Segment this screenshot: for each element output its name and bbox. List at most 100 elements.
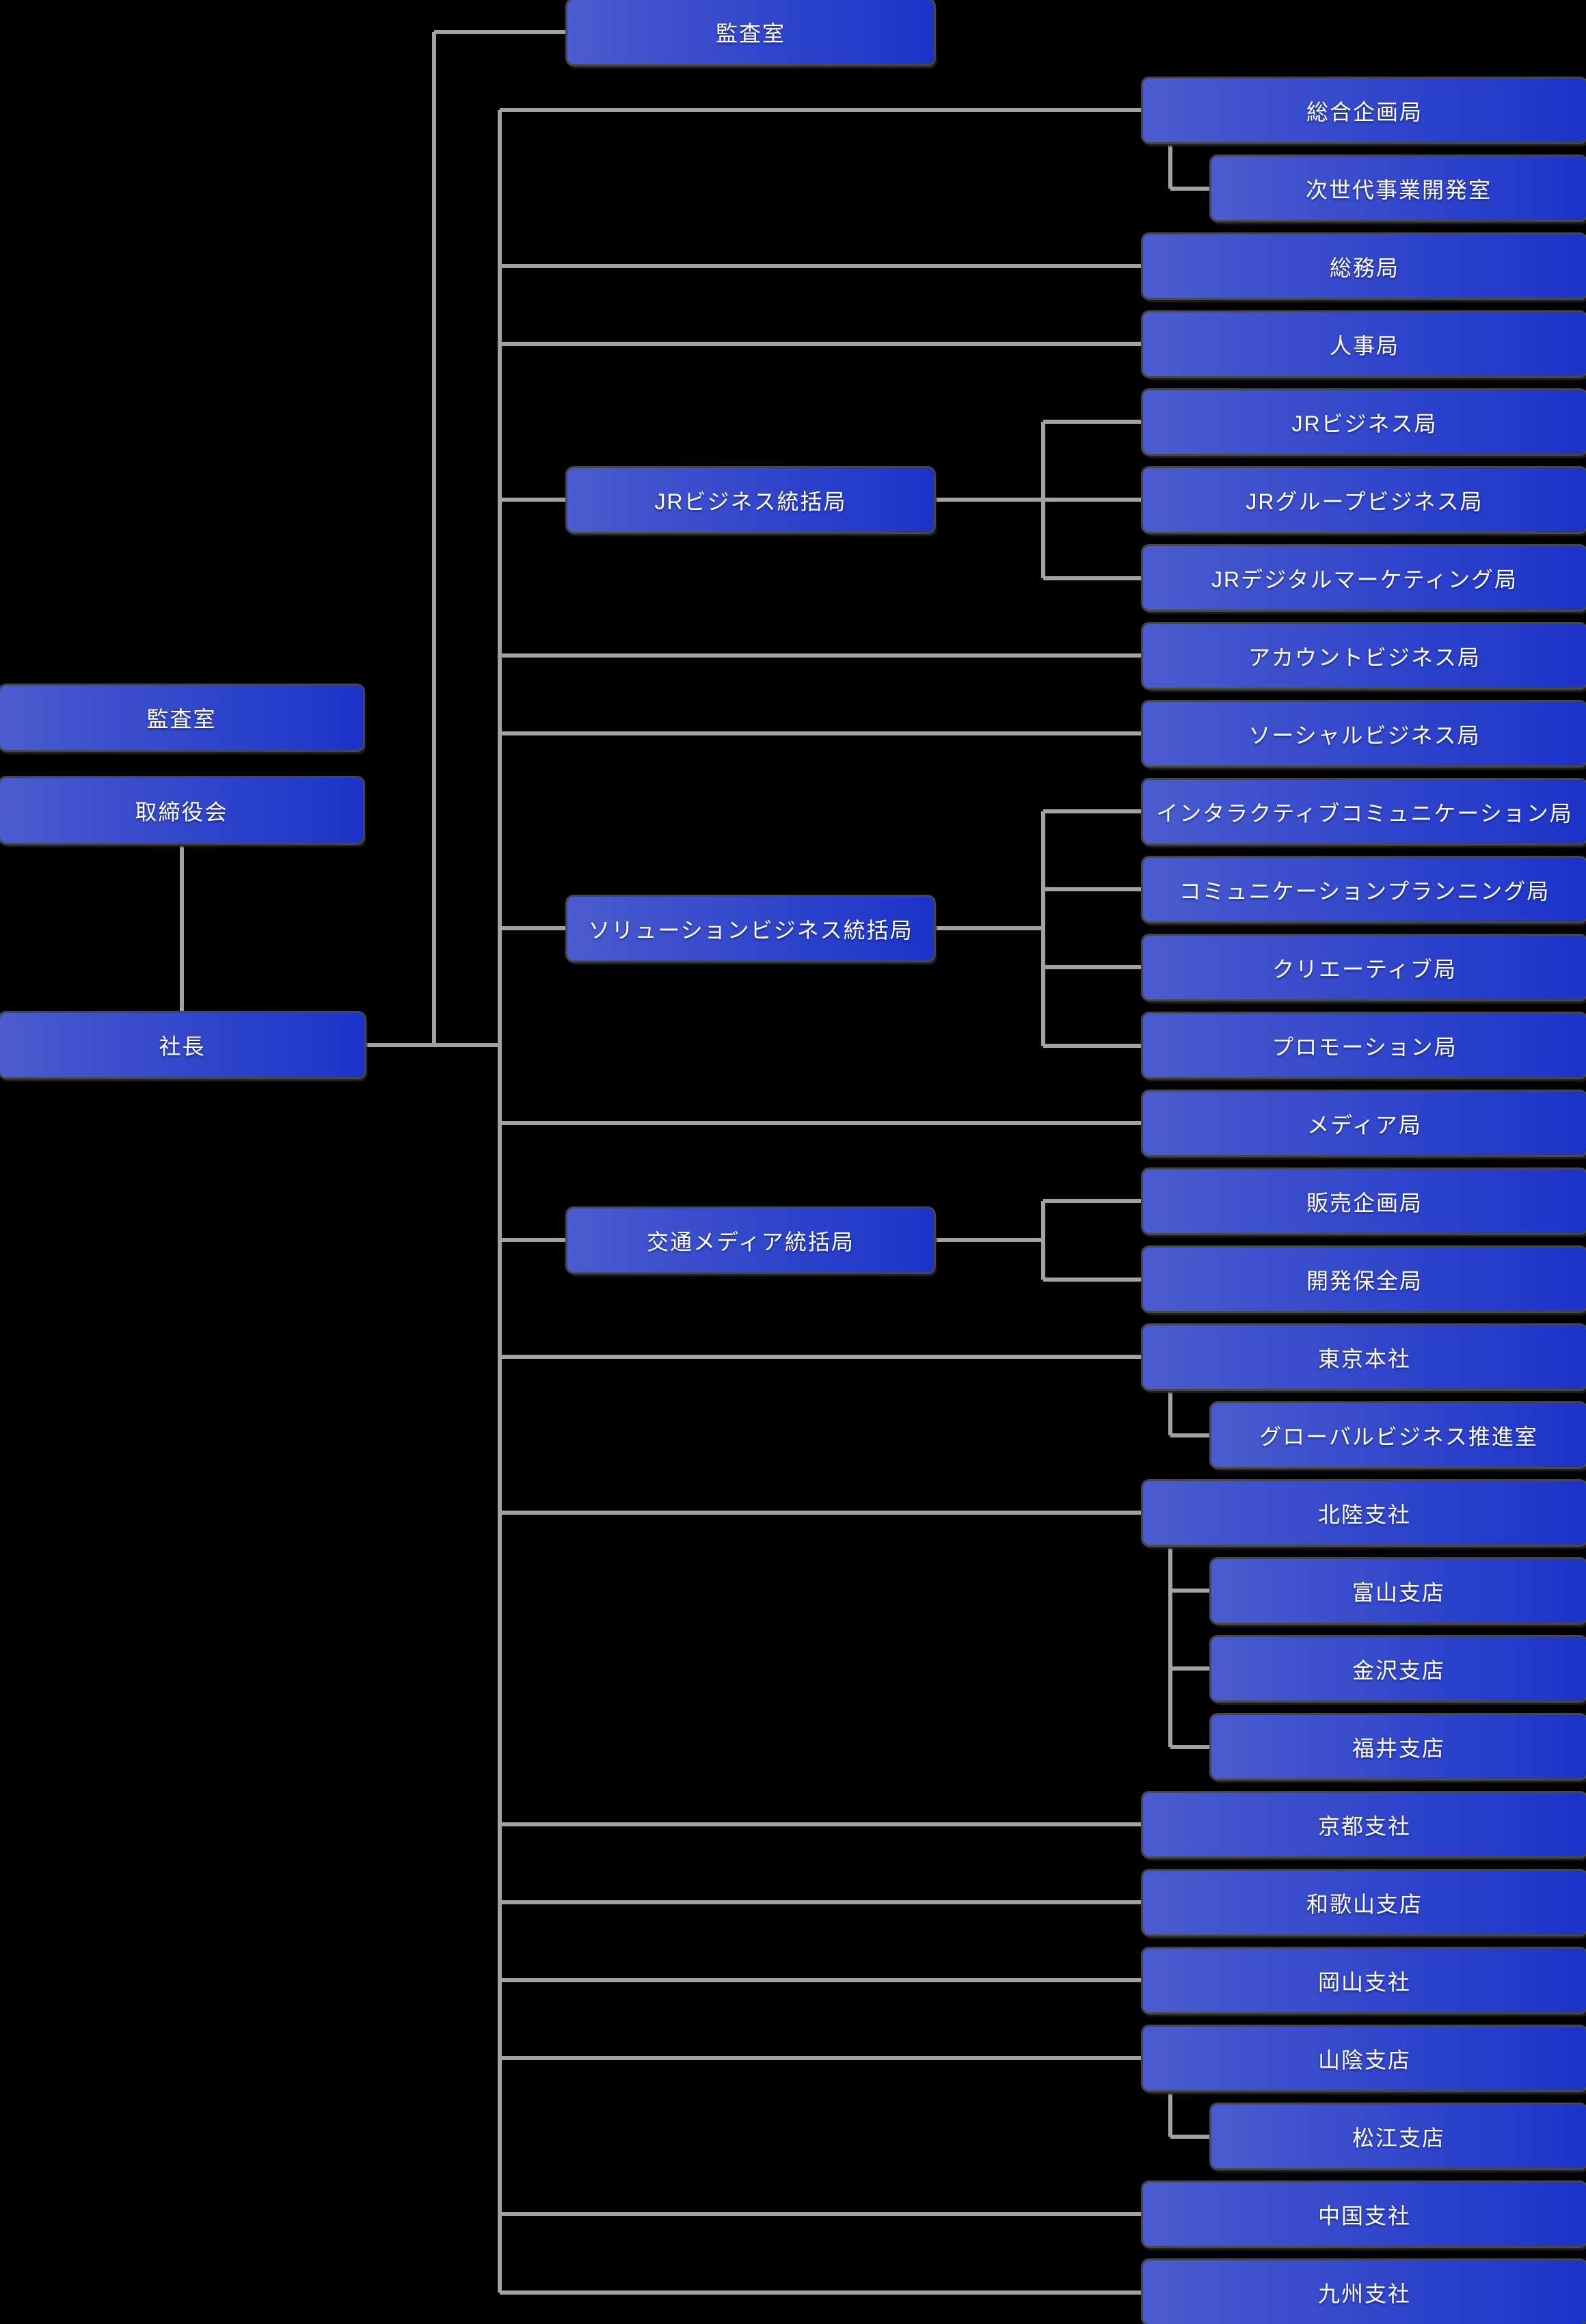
org-node-wakayama-office: 和歌山支店	[1143, 1871, 1586, 1934]
org-node-hokuriku-branch: 北陸支社	[1143, 1481, 1586, 1545]
org-node-label: JRビジネス統括局	[654, 489, 847, 514]
connector-line-vertical	[1168, 1545, 1172, 1747]
connector-line-horizontal	[934, 498, 1043, 502]
connector-line-horizontal	[500, 264, 1143, 268]
org-node-solution-business-hq: ソリューションビジネス統括局	[567, 897, 934, 960]
connector-line-horizontal	[500, 731, 1143, 735]
org-node-audit-office-left: 監査室	[0, 686, 363, 750]
org-node-label: 監査室	[715, 21, 785, 46]
connector-line-horizontal	[1170, 1745, 1211, 1749]
org-node-label: 社長	[159, 1034, 206, 1059]
org-node-sanin-office: 山陰支店	[1143, 2027, 1586, 2090]
org-node-label: 和歌山支店	[1306, 1891, 1423, 1917]
connector-line-horizontal	[500, 1978, 1143, 1982]
org-node-label: コミュニケーションプランニング局	[1179, 878, 1550, 904]
org-node-label: 販売企画局	[1306, 1190, 1423, 1215]
connector-line-horizontal	[1043, 1199, 1143, 1203]
org-node-jr-digital-marketing: JRデジタルマーケティング局	[1143, 546, 1586, 610]
connector-line-horizontal	[1043, 887, 1143, 891]
org-node-audit-office-top: 監査室	[567, 0, 934, 64]
org-node-label: クリエーティブ局	[1272, 956, 1457, 982]
connector-line-vertical	[498, 110, 502, 2293]
org-node-label: 東京本社	[1317, 1346, 1411, 1371]
connector-line-horizontal	[1170, 1589, 1211, 1593]
org-node-label: JRビジネス局	[1291, 411, 1438, 436]
org-node-label: 開発保全局	[1306, 1268, 1423, 1293]
connector-line-horizontal	[500, 342, 1143, 346]
org-node-label: グローバルビジネス推進室	[1259, 1424, 1538, 1449]
org-node-label: 交通メディア統括局	[647, 1229, 855, 1254]
connector-line-horizontal	[500, 2056, 1143, 2060]
org-node-label: 松江支店	[1352, 2125, 1445, 2150]
org-node-kyoto-branch: 京都支社	[1143, 1793, 1586, 1856]
org-node-interactive-communication: インタラクティブコミュニケーション局	[1143, 780, 1586, 843]
org-node-label: 次世代事業開発室	[1305, 177, 1492, 202]
org-node-okayama-branch: 岡山支社	[1143, 1949, 1586, 2012]
org-node-promotion: プロモーション局	[1143, 1014, 1586, 1077]
connector-line-horizontal	[500, 1238, 567, 1242]
connector-line-horizontal	[500, 498, 567, 502]
org-node-creative: クリエーティブ局	[1143, 936, 1586, 999]
connector-line-horizontal	[1043, 809, 1143, 813]
connector-line-horizontal	[934, 1238, 1043, 1242]
org-node-label: ソーシャルビジネス局	[1248, 722, 1481, 748]
org-node-kanazawa-office: 金沢支店	[1211, 1637, 1586, 1701]
connector-line-horizontal	[1043, 498, 1143, 502]
org-node-label: 監査室	[146, 707, 217, 731]
org-node-global-business-promo: グローバルビジネス推進室	[1211, 1403, 1586, 1467]
org-node-jr-business: JRビジネス局	[1143, 390, 1586, 454]
org-node-label: 総務局	[1329, 255, 1399, 280]
connector-line-horizontal	[500, 1121, 1143, 1125]
org-node-label: メディア局	[1307, 1112, 1422, 1137]
connector-line-horizontal	[500, 108, 1143, 112]
connector-line-horizontal	[500, 2212, 1143, 2216]
connector-line-horizontal	[1170, 2135, 1211, 2139]
connector-line-horizontal	[1170, 187, 1211, 191]
connector-line-horizontal	[434, 30, 567, 34]
connector-line-vertical	[1168, 142, 1172, 189]
org-node-board-of-directors: 取締役会	[0, 778, 363, 843]
org-node-general-affairs: 総務局	[1143, 234, 1586, 298]
connector-line-horizontal	[1043, 576, 1143, 580]
org-node-jr-business-hq: JRビジネス統括局	[567, 468, 934, 532]
connector-line-vertical	[180, 843, 184, 1013]
org-node-next-gen-business-dev: 次世代事業開発室	[1211, 157, 1586, 220]
connector-line-horizontal	[500, 1511, 1143, 1515]
connector-line-horizontal	[1170, 1433, 1211, 1437]
org-node-label: 金沢支店	[1352, 1658, 1445, 1683]
org-node-sales-planning: 販売企画局	[1143, 1170, 1586, 1233]
org-node-development-preservation: 開発保全局	[1143, 1247, 1586, 1311]
org-node-president: 社長	[0, 1013, 364, 1077]
org-node-label: 京都支社	[1317, 1813, 1411, 1839]
connector-line-horizontal	[500, 2291, 1143, 2295]
org-node-kyushu-branch: 九州支社	[1143, 2260, 1586, 2324]
connector-line-vertical	[1168, 1389, 1172, 1435]
org-node-label: 岡山支社	[1317, 1969, 1411, 1995]
org-node-transit-media-hq: 交通メディア統括局	[567, 1208, 934, 1272]
connector-line-horizontal	[500, 1355, 1143, 1359]
org-node-jr-group-business: JRグループビジネス局	[1143, 468, 1586, 532]
org-node-matsue-office: 松江支店	[1211, 2105, 1586, 2168]
connector-line-horizontal	[500, 653, 1143, 658]
connector-line-horizontal	[500, 926, 567, 930]
org-node-label: プロモーション局	[1272, 1034, 1457, 1059]
connector-line-horizontal	[1043, 1044, 1143, 1048]
org-node-social-business: ソーシャルビジネス局	[1143, 702, 1586, 766]
connector-line-horizontal	[500, 1900, 1143, 1904]
org-node-human-resources: 人事局	[1143, 312, 1586, 376]
org-node-label: インタラクティブコミュニケーション局	[1156, 800, 1573, 826]
org-node-label: 九州支社	[1317, 2281, 1411, 2306]
connector-line-horizontal	[1043, 965, 1143, 969]
connector-line-vertical	[1168, 2090, 1172, 2137]
org-node-label: JRデジタルマーケティング局	[1211, 567, 1518, 592]
org-node-communication-planning: コミュニケーションプランニング局	[1143, 858, 1586, 921]
connector-line-horizontal	[500, 1822, 1143, 1826]
org-node-label: 中国支社	[1317, 2203, 1411, 2228]
org-node-label: 富山支店	[1352, 1580, 1445, 1605]
connector-line-vertical	[1041, 811, 1045, 1046]
connector-line-horizontal	[1043, 420, 1143, 424]
org-node-label: 取締役会	[135, 799, 228, 824]
connector-line-horizontal	[364, 1043, 500, 1047]
org-node-label: ソリューションビジネス統括局	[588, 917, 913, 943]
connector-line-vertical	[1041, 1201, 1045, 1280]
